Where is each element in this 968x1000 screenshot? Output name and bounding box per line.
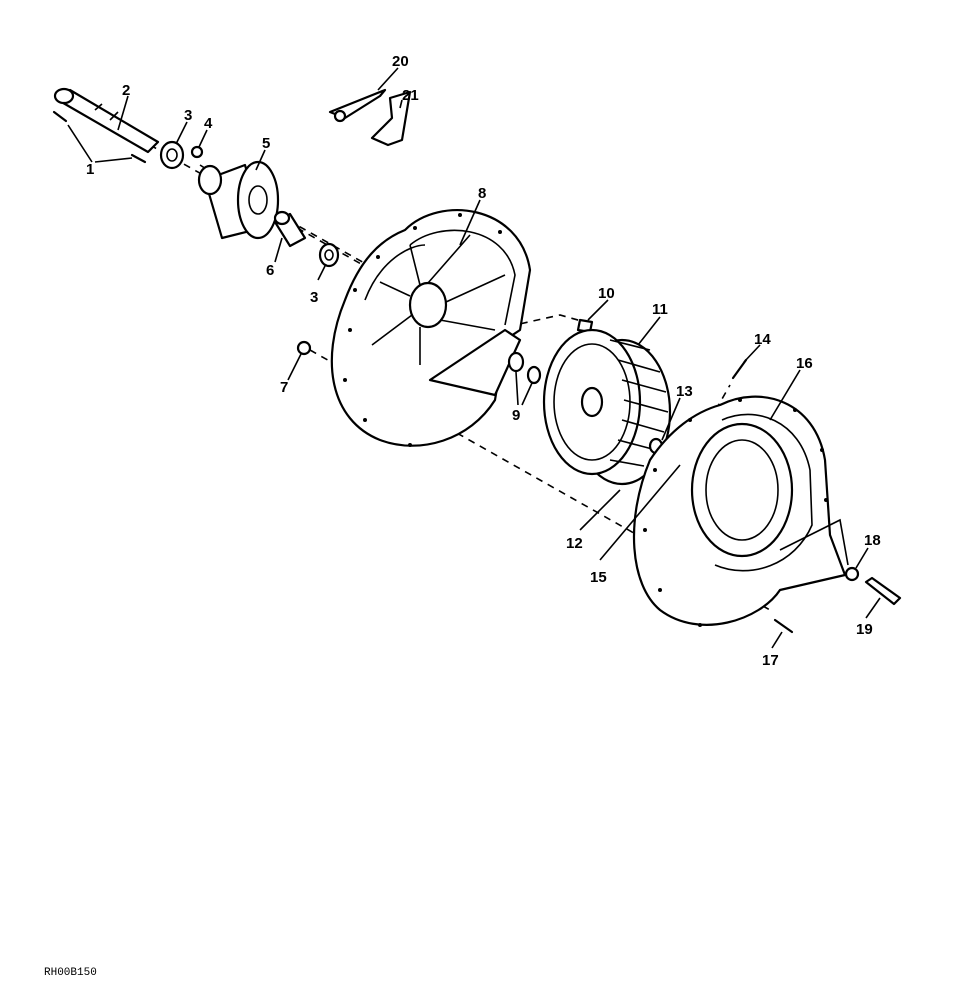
bearing-part-3-lower xyxy=(318,242,340,268)
callout-9: 9 xyxy=(512,407,520,424)
callout-labels: 1 2 3 4 5 6 3 7 8 9 10 11 12 13 14 15 16… xyxy=(86,53,881,669)
nut-part-18 xyxy=(844,566,860,582)
bolt-part-17 xyxy=(773,618,794,634)
spacer-part-6 xyxy=(273,210,307,248)
figure-reference-code: RH00B150 xyxy=(44,967,97,979)
callout-8: 8 xyxy=(478,185,486,202)
leader-lines xyxy=(67,67,881,649)
callout-7: 7 xyxy=(280,379,288,396)
nut-part-4 xyxy=(190,145,204,159)
callout-4: 4 xyxy=(204,115,213,132)
callout-10: 10 xyxy=(598,285,615,302)
callout-6: 6 xyxy=(266,262,274,279)
shaft-part-2 xyxy=(53,87,160,154)
callout-11: 11 xyxy=(652,301,668,318)
bearing-housing-part-5 xyxy=(197,160,280,240)
callout-16: 16 xyxy=(796,355,813,372)
callout-14: 14 xyxy=(754,331,771,348)
screw-part-14 xyxy=(731,358,748,380)
callout-3-upper: 3 xyxy=(184,107,192,124)
washer-part-9 xyxy=(507,351,542,385)
nut-part-7 xyxy=(296,340,312,356)
callout-17: 17 xyxy=(762,652,779,669)
callout-1: 1 xyxy=(86,161,94,178)
callout-2: 2 xyxy=(122,82,130,99)
blower-fan-part-11 xyxy=(542,328,672,486)
fan-housing-part-8 xyxy=(330,209,532,447)
callout-5: 5 xyxy=(262,135,270,152)
bolt-part-19 xyxy=(864,576,902,606)
callout-13: 13 xyxy=(676,383,693,400)
fan-cover-part-16 xyxy=(632,395,849,627)
bearing-part-3-upper xyxy=(159,140,185,170)
rod-part-20 xyxy=(328,88,387,123)
pin-part-1 xyxy=(52,110,147,164)
callout-21: 21 xyxy=(402,87,419,104)
callout-19: 19 xyxy=(856,621,873,638)
callout-20: 20 xyxy=(392,53,409,70)
callout-12: 12 xyxy=(566,535,583,552)
callout-3-lower: 3 xyxy=(310,289,318,306)
callout-15: 15 xyxy=(590,569,607,586)
callout-18: 18 xyxy=(864,532,881,549)
